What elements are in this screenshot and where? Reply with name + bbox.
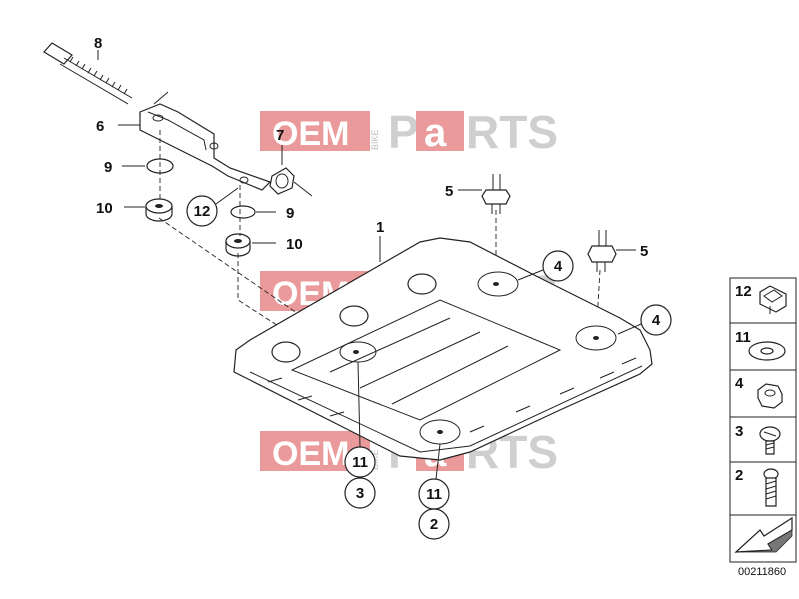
stud-drawing-5a — [458, 174, 511, 214]
watermark-top: OEM BIKE P a RTS — [260, 106, 558, 158]
callout-10b: 10 — [286, 236, 303, 253]
callout-4b: 4 — [617, 304, 672, 336]
legend-row-2: 2 — [735, 467, 779, 507]
oval-head-screw-icon — [759, 426, 781, 455]
svg-text:11: 11 — [735, 329, 751, 346]
watermark-oem-text: OEM — [272, 435, 349, 473]
callout-7: 7 — [276, 127, 284, 144]
svg-text:4: 4 — [652, 312, 661, 329]
watermark-a-box — [416, 111, 464, 151]
callout-3: 3 — [344, 361, 376, 509]
svg-text:12: 12 — [735, 283, 752, 300]
callout-5b: 5 — [640, 243, 648, 260]
watermark-a: a — [424, 111, 447, 155]
callout-8: 8 — [94, 35, 102, 52]
underbody-panel-drawing — [233, 236, 653, 461]
legend-panel: 12 11 4 3 — [729, 277, 797, 563]
svg-text:4: 4 — [554, 258, 563, 275]
svg-text:11: 11 — [352, 454, 368, 471]
callout-4a: 4 — [517, 250, 574, 282]
hex-nut-icon — [757, 383, 783, 409]
cap-nut-drawing — [269, 145, 313, 197]
watermark-rts: RTS — [466, 106, 558, 158]
svg-text:3: 3 — [356, 485, 364, 502]
legend-row-3: 3 — [735, 423, 781, 455]
callout-12: 12 — [186, 187, 239, 227]
callout-6: 6 — [96, 118, 104, 135]
svg-text:2: 2 — [735, 467, 743, 484]
mounting-bracket-drawing — [118, 91, 272, 191]
rubber-bushing-drawing-10b — [225, 233, 276, 257]
long-bolt-drawing — [43, 42, 133, 105]
legend-row-4: 4 — [735, 375, 783, 409]
legend-frame — [729, 277, 797, 563]
svg-text:11: 11 — [426, 486, 442, 503]
callout-9a: 9 — [104, 159, 112, 176]
watermark-bike-text: BIKE — [370, 129, 380, 150]
svg-text:2: 2 — [430, 516, 438, 533]
callout-9b: 9 — [286, 205, 294, 222]
watermark-oem-text: OEM — [272, 115, 349, 153]
svg-text:3: 3 — [735, 423, 743, 440]
document-number: 00211860 — [738, 566, 786, 578]
callout-2: 2 — [418, 443, 450, 540]
legend-row-11: 11 — [735, 329, 786, 361]
rubber-bushing-drawing-10a — [124, 198, 173, 222]
direction-arrow-icon — [734, 516, 793, 553]
washer-icon — [748, 341, 786, 361]
svg-text:12: 12 — [194, 203, 211, 220]
clip-nut-icon — [759, 285, 787, 314]
svg-text:4: 4 — [735, 375, 744, 392]
callout-11b: 11 — [418, 478, 450, 510]
callout-10a: 10 — [96, 200, 113, 217]
washer-drawing-9b — [230, 205, 276, 219]
washer-drawing-9a — [122, 158, 174, 174]
callout-11a: 11 — [344, 446, 376, 478]
legend-row-12: 12 — [735, 283, 787, 314]
watermark-p: P — [388, 106, 419, 158]
watermark-oem-box — [260, 111, 370, 151]
callout-5a: 5 — [445, 183, 453, 200]
stud-drawing-5b — [587, 230, 636, 272]
callout-1: 1 — [376, 219, 384, 236]
hex-screw-icon — [763, 468, 779, 507]
